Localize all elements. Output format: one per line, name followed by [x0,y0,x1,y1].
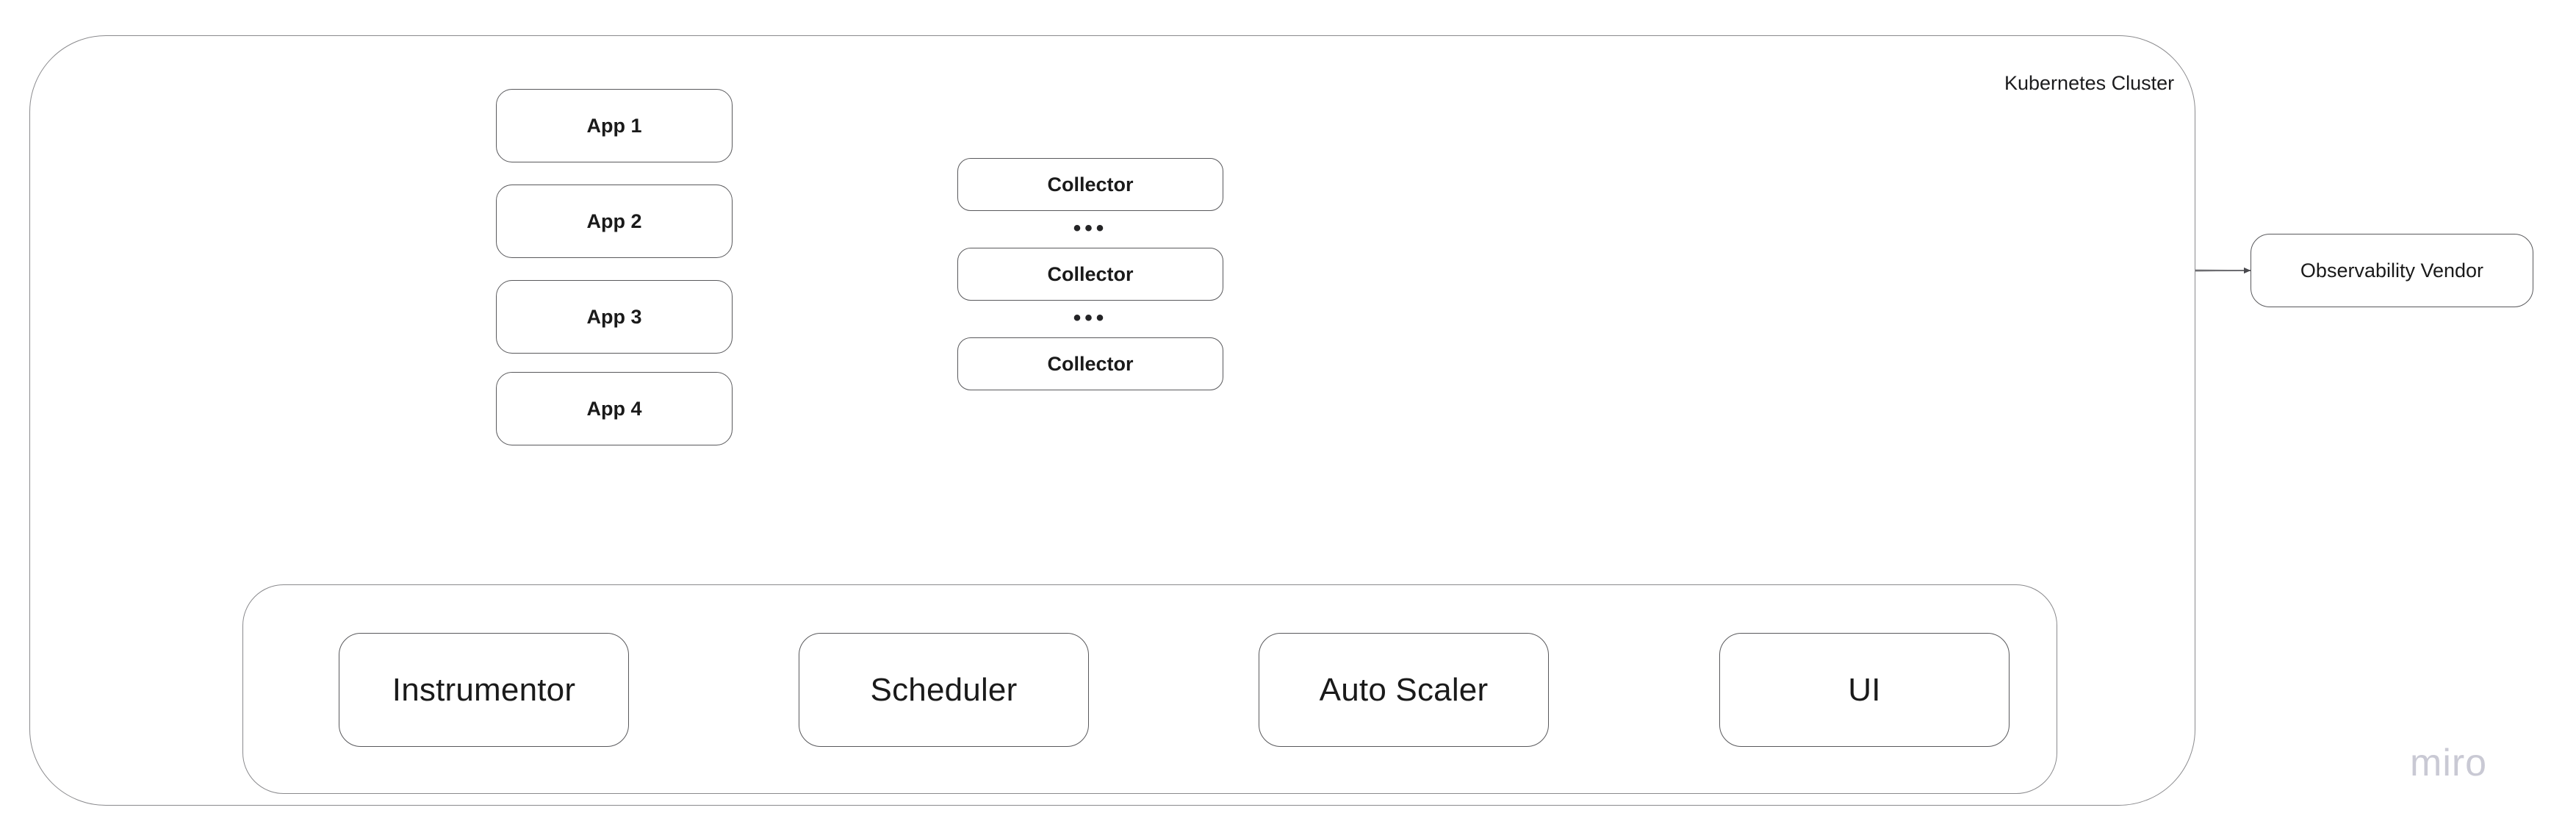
collector-node-1[interactable]: Collector [957,158,1223,211]
scheduler-node[interactable]: Scheduler [799,633,1089,747]
app-node-2-label: App 2 [586,210,642,232]
observability-vendor-node[interactable]: Observability Vendor [2251,234,2533,307]
observability-vendor-label: Observability Vendor [2300,259,2484,282]
scheduler-label: Scheduler [870,671,1018,708]
auto-scaler-node[interactable]: Auto Scaler [1259,633,1549,747]
app-node-3[interactable]: App 3 [496,280,733,354]
app-node-3-label: App 3 [586,305,642,328]
instrumentor-label: Instrumentor [392,671,576,708]
kubernetes-cluster-label: Kubernetes Cluster [2004,72,2175,94]
app-node-1[interactable]: App 1 [496,89,733,162]
collector-node-3-label: Collector [1047,352,1134,375]
miro-watermark: miro [2410,742,2488,784]
collector-node-1-label: Collector [1047,173,1134,196]
collector-node-2-label: Collector [1047,262,1134,285]
collector-ellipsis-2: ••• [1073,306,1108,330]
instrumentor-node[interactable]: Instrumentor [339,633,629,747]
app-node-1-label: App 1 [586,114,642,137]
collector-ellipsis-1: ••• [1073,216,1108,240]
auto-scaler-label: Auto Scaler [1319,671,1489,708]
app-node-4-label: App 4 [586,397,642,420]
ui-label: UI [1848,671,1881,708]
collector-node-2[interactable]: Collector [957,248,1223,301]
collector-node-3[interactable]: Collector [957,337,1223,390]
app-node-4[interactable]: App 4 [496,372,733,445]
app-node-2[interactable]: App 2 [496,185,733,258]
ui-node[interactable]: UI [1719,633,2010,747]
